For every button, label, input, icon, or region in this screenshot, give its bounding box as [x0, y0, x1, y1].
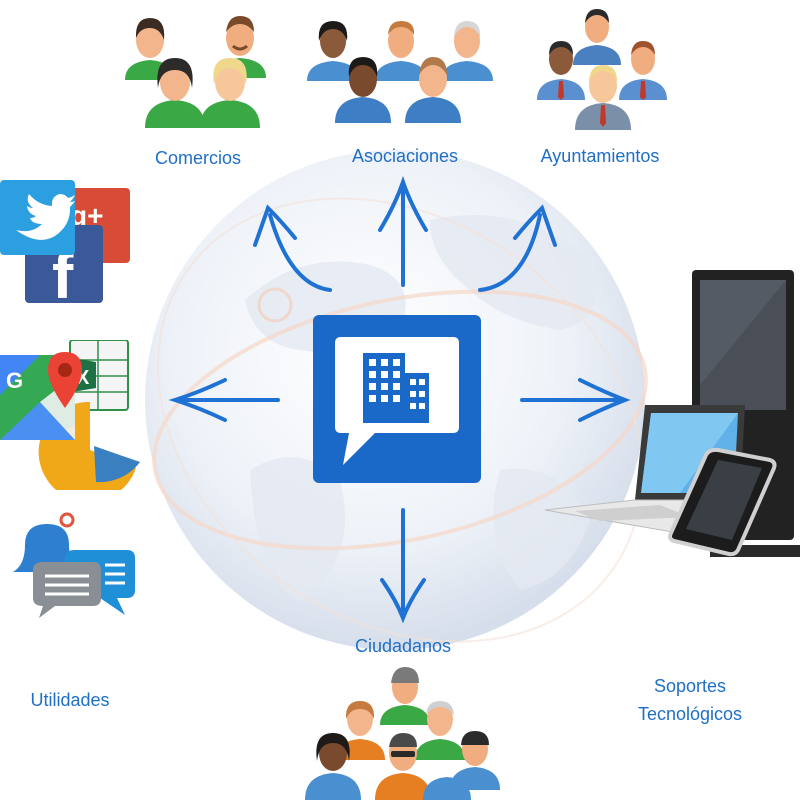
- soportes-label-line1: Soportes: [653, 676, 727, 696]
- asociaciones-label: Asociaciones: [351, 146, 459, 166]
- arrow-to-comercios: [268, 213, 332, 292]
- smartphone-icon: [668, 447, 777, 557]
- social-apps: g+ f: [0, 180, 135, 305]
- center-app-icon: [313, 315, 481, 483]
- google-maps-icon: G: [0, 352, 82, 440]
- svg-text:f: f: [52, 240, 74, 305]
- asociaciones-people-icon: [305, 15, 495, 125]
- ayuntamientos-people-icon: [535, 5, 670, 130]
- devices-icon: [540, 265, 800, 565]
- svg-text:G: G: [6, 368, 23, 393]
- notification-apps: [5, 510, 140, 625]
- ciudadanos-people-icon: [305, 665, 500, 800]
- utilidades-label: Utilidades: [30, 690, 110, 710]
- comercios-label: Comercios: [154, 148, 242, 168]
- tools-apps: X G: [0, 340, 140, 490]
- soportes-label-line2: Tecnológicos: [637, 704, 743, 724]
- ciudadanos-label: Ciudadanos: [354, 636, 452, 656]
- comercios-people-icon: [120, 10, 275, 130]
- chat-bubbles-icon: [33, 550, 135, 618]
- arrow-to-ayuntamientos: [478, 213, 542, 292]
- ayuntamientos-label: Ayuntamientos: [540, 146, 660, 166]
